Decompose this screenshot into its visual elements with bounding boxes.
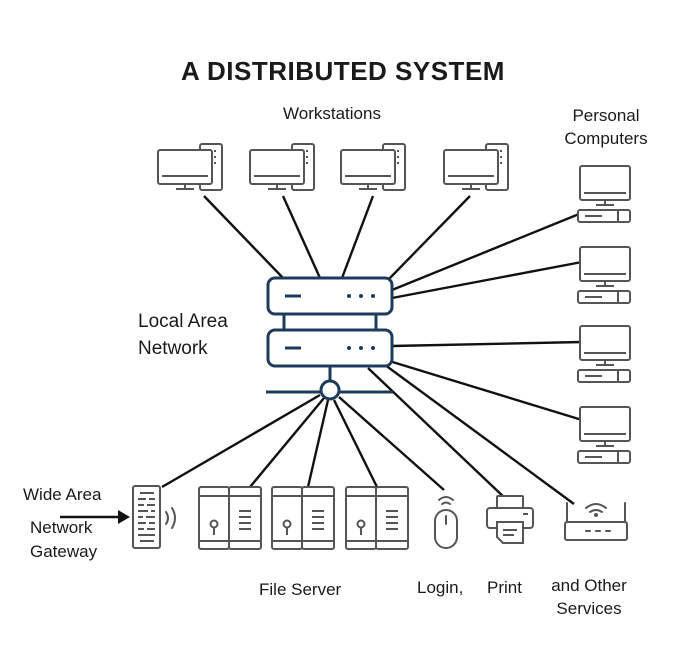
lan-label-line2: Network xyxy=(138,338,208,359)
file-server-3-icon xyxy=(345,486,409,550)
workstation-4-icon xyxy=(443,143,509,191)
personal-computers-label-line2: Computers xyxy=(564,129,648,148)
mouse-icon xyxy=(434,496,458,549)
other-services-label-line2: Services xyxy=(556,599,622,618)
workstation-1-icon xyxy=(157,143,223,191)
link-print xyxy=(367,367,508,501)
link-pc-3 xyxy=(391,340,583,348)
signal-waves-icon xyxy=(165,507,176,529)
wan-label-line2: Network xyxy=(30,518,93,537)
link-gateway xyxy=(161,393,321,489)
workstation-2-icon xyxy=(249,143,315,191)
lan-label-line1: Local Area xyxy=(138,311,228,332)
print-label: Print xyxy=(487,578,522,597)
link-workstation-3 xyxy=(340,195,375,279)
workstation-3-icon xyxy=(340,143,406,191)
arrow-icon xyxy=(60,510,130,524)
personal-computer-1-icon xyxy=(577,165,631,223)
file-server-1-icon xyxy=(198,486,262,550)
file-server-2-icon xyxy=(271,486,335,550)
workstations-label: Workstations xyxy=(283,104,381,123)
local-area-network-label: Local Area Network xyxy=(138,308,228,362)
link-pc-1 xyxy=(391,210,585,292)
link-workstation-4 xyxy=(387,195,471,281)
connection-lines xyxy=(161,195,585,505)
link-pc-2 xyxy=(391,260,583,300)
link-services xyxy=(380,361,575,505)
wan-label-line3: Gateway xyxy=(30,542,98,561)
link-server-3 xyxy=(332,399,379,488)
personal-computers-label-line1: Personal xyxy=(572,106,640,125)
other-services-label-line1: and Other xyxy=(551,576,627,595)
diagram-title: A DISTRIBUTED SYSTEM xyxy=(181,56,505,86)
link-pc-4 xyxy=(385,358,583,422)
file-server-label: File Server xyxy=(259,580,342,599)
link-workstation-2 xyxy=(281,195,322,279)
personal-computer-3-icon xyxy=(577,325,631,383)
wan-label-line1: Wide Area xyxy=(23,485,102,504)
personal-computers-label: Personal Computers xyxy=(546,104,666,150)
printer-icon xyxy=(486,495,534,544)
link-login xyxy=(338,396,445,491)
link-server-2 xyxy=(306,399,330,488)
wan-gateway-icon xyxy=(132,485,161,549)
link-server-1 xyxy=(249,397,325,488)
personal-computer-2-icon xyxy=(577,246,631,304)
link-workstation-1 xyxy=(203,195,286,281)
other-services-label: and Other Services xyxy=(538,574,640,620)
wifi-router-icon xyxy=(564,502,628,541)
network-switch-icon xyxy=(266,276,394,401)
personal-computer-4-icon xyxy=(577,406,631,464)
login-label: Login, xyxy=(417,578,464,597)
